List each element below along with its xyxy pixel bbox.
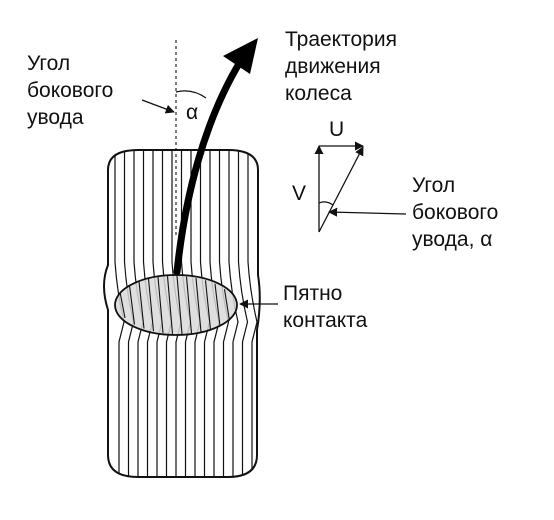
patch-tread-line [147, 278, 155, 332]
slip-angle-left-pointer [141, 99, 175, 114]
patch-tread-line [185, 276, 193, 334]
patch-tread-line [195, 277, 202, 333]
contact-patch-label: Пятно контакта [283, 282, 368, 332]
alpha-symbol: α [186, 101, 198, 124]
patch-tread-line [166, 276, 174, 334]
contact-patch [114, 274, 238, 336]
patch-tread-line [223, 289, 231, 321]
tread-line [247, 150, 258, 477]
patch-tread-line [204, 280, 212, 330]
patch-tread-line [128, 285, 136, 325]
tread-line [237, 150, 249, 477]
slip-angle-right-pointer [328, 207, 407, 217]
patch-tread-line [138, 281, 145, 329]
patch-tread-line [119, 291, 126, 319]
patch-tread-line [214, 283, 221, 327]
patch-tread-line [176, 275, 183, 335]
alpha-angle-arc [175, 90, 207, 99]
triangle-angle-arc [318, 201, 334, 206]
contact-patch-tread-lines [119, 275, 231, 335]
vector-v-label: V [292, 182, 306, 205]
vector-u-label: U [329, 118, 344, 141]
trajectory-label: Траектория движения колеса [285, 28, 403, 105]
slip-angle-right-label: Угол бокового увода, α [412, 174, 504, 251]
patch-tread-line [157, 277, 164, 333]
trajectory-arrow-head [223, 38, 258, 74]
trajectory-arrow [173, 58, 244, 276]
resultant-vector-line [318, 146, 364, 233]
slip-angle-left-label: Угол бокового увода [27, 52, 119, 129]
